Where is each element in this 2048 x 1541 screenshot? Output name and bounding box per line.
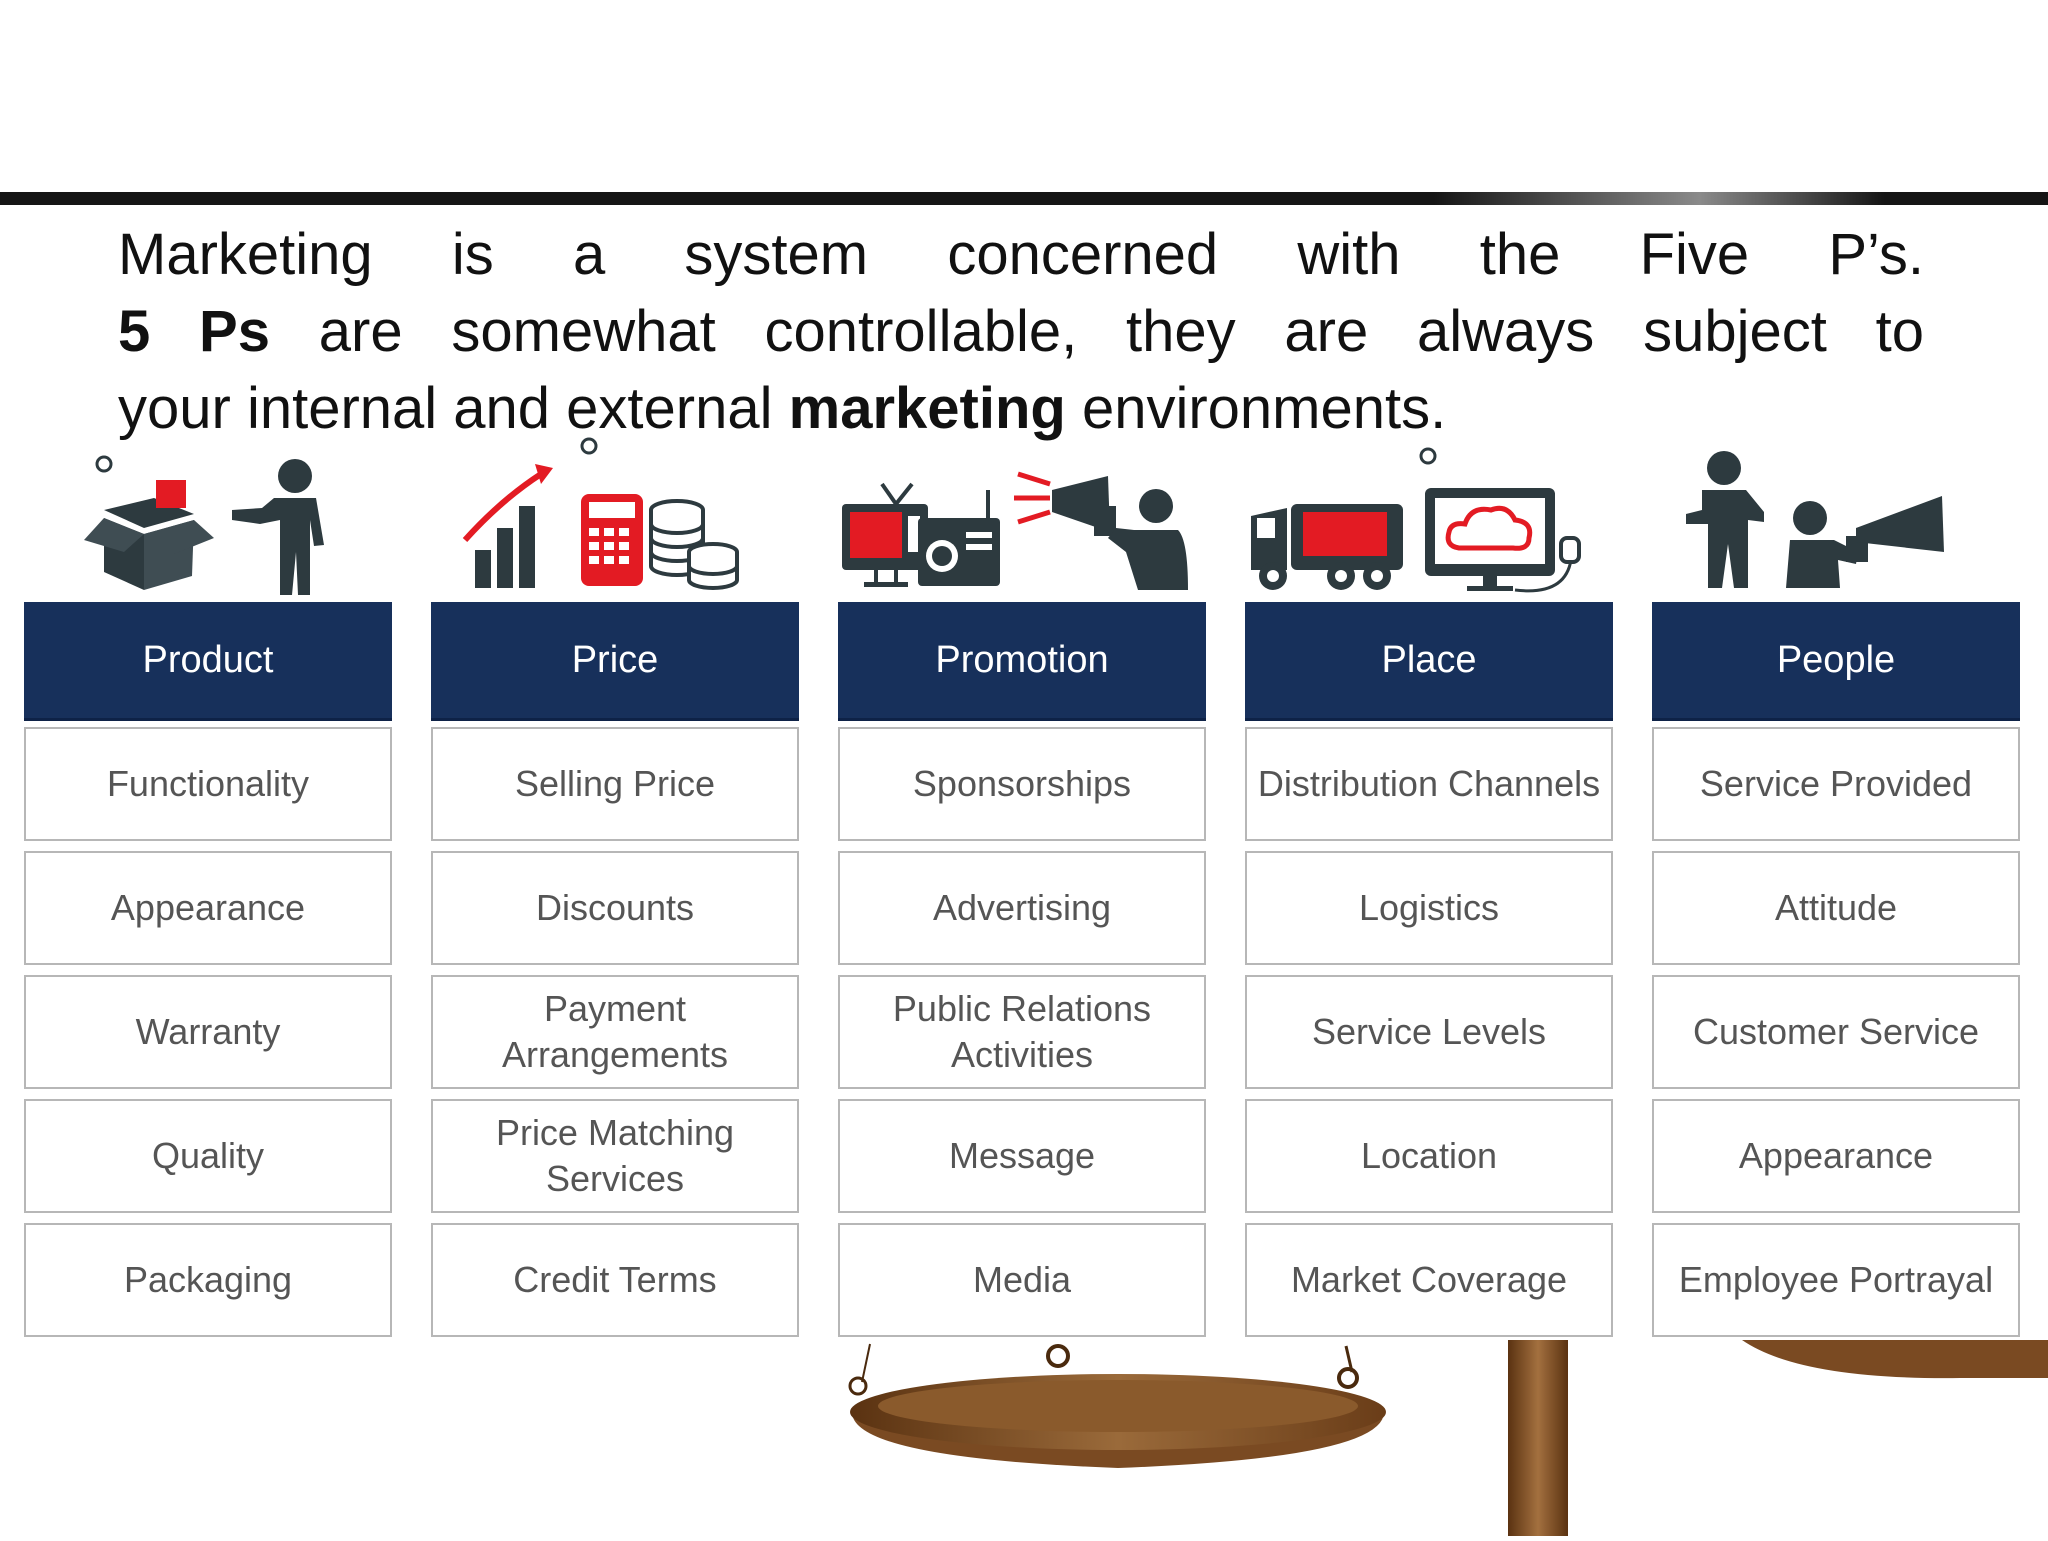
column-promotion: Promotion Sponsorships Advertising Publi… — [838, 0, 1206, 1340]
cell-selling-price: Selling Price — [431, 727, 799, 841]
cell-media: Media — [838, 1223, 1206, 1337]
cell-payment-arrangements: Payment Arrangements — [431, 975, 799, 1089]
top-divider-bar — [0, 192, 2048, 205]
cell-logistics: Logistics — [1245, 851, 1613, 965]
scale-pan-right — [1742, 1340, 2048, 1379]
cell-attitude: Attitude — [1652, 851, 2020, 965]
cell-customer-service: Customer Service — [1652, 975, 2020, 1089]
cell-market-coverage: Market Coverage — [1245, 1223, 1613, 1337]
cell-distribution-channels: Distribution Channels — [1245, 727, 1613, 841]
cell-functionality: Functionality — [24, 727, 392, 841]
cell-appearance: Appearance — [24, 851, 392, 965]
balance-scale-decoration — [0, 1340, 2048, 1536]
cell-appearance-people: Appearance — [1652, 1099, 2020, 1213]
column-price: Price Selling Price Discounts Payment Ar… — [431, 0, 799, 1340]
cell-public-relations-activities: Public Relations Activities — [838, 975, 1206, 1089]
cell-packaging: Packaging — [24, 1223, 392, 1337]
truck-cloud-monitor-icon — [1245, 440, 1613, 600]
header-people: People — [1652, 602, 2020, 721]
cell-message: Message — [838, 1099, 1206, 1213]
column-place: Place Distribution Channels Logistics Se… — [1245, 0, 1613, 1340]
chart-calculator-coins-icon — [431, 437, 799, 600]
cell-employee-portrayal: Employee Portrayal — [1652, 1223, 2020, 1337]
box-and-person-icon — [24, 440, 392, 600]
intro-paragraph: Marketing is a system concerned with the… — [118, 216, 1924, 447]
column-product: Product Functionality Appearance Warrant… — [24, 0, 392, 1340]
marketing-bold: marketing — [788, 376, 1066, 441]
intro-line-2: 5 Ps are somewhat controllable, they are… — [118, 299, 1924, 364]
column-people: People Service Provided Attitude Custome… — [1652, 0, 2020, 1340]
cell-service-provided: Service Provided — [1652, 727, 2020, 841]
cell-discounts: Discounts — [431, 851, 799, 965]
intro-line-1: Marketing is a system concerned with the… — [118, 222, 1924, 287]
person-and-megaphone-icon — [1652, 440, 2020, 600]
cell-credit-terms: Credit Terms — [431, 1223, 799, 1337]
cell-sponsorships: Sponsorships — [838, 727, 1206, 841]
header-promotion: Promotion — [838, 602, 1206, 721]
cell-price-matching-services: Price Matching Services — [431, 1099, 799, 1213]
cell-service-levels: Service Levels — [1245, 975, 1613, 1089]
cell-warranty: Warranty — [24, 975, 392, 1089]
five-ps-bold: 5 Ps — [118, 299, 270, 364]
header-product: Product — [24, 602, 392, 721]
header-price: Price — [431, 602, 799, 721]
intro-line-3: your internal and external marketing env… — [118, 376, 1447, 441]
cell-location: Location — [1245, 1099, 1613, 1213]
scale-pan-left — [848, 1343, 1386, 1468]
tv-radio-megaphone-icon — [838, 440, 1206, 600]
scale-post — [1508, 1340, 1568, 1536]
header-place: Place — [1245, 602, 1613, 721]
cell-advertising: Advertising — [838, 851, 1206, 965]
cell-quality: Quality — [24, 1099, 392, 1213]
